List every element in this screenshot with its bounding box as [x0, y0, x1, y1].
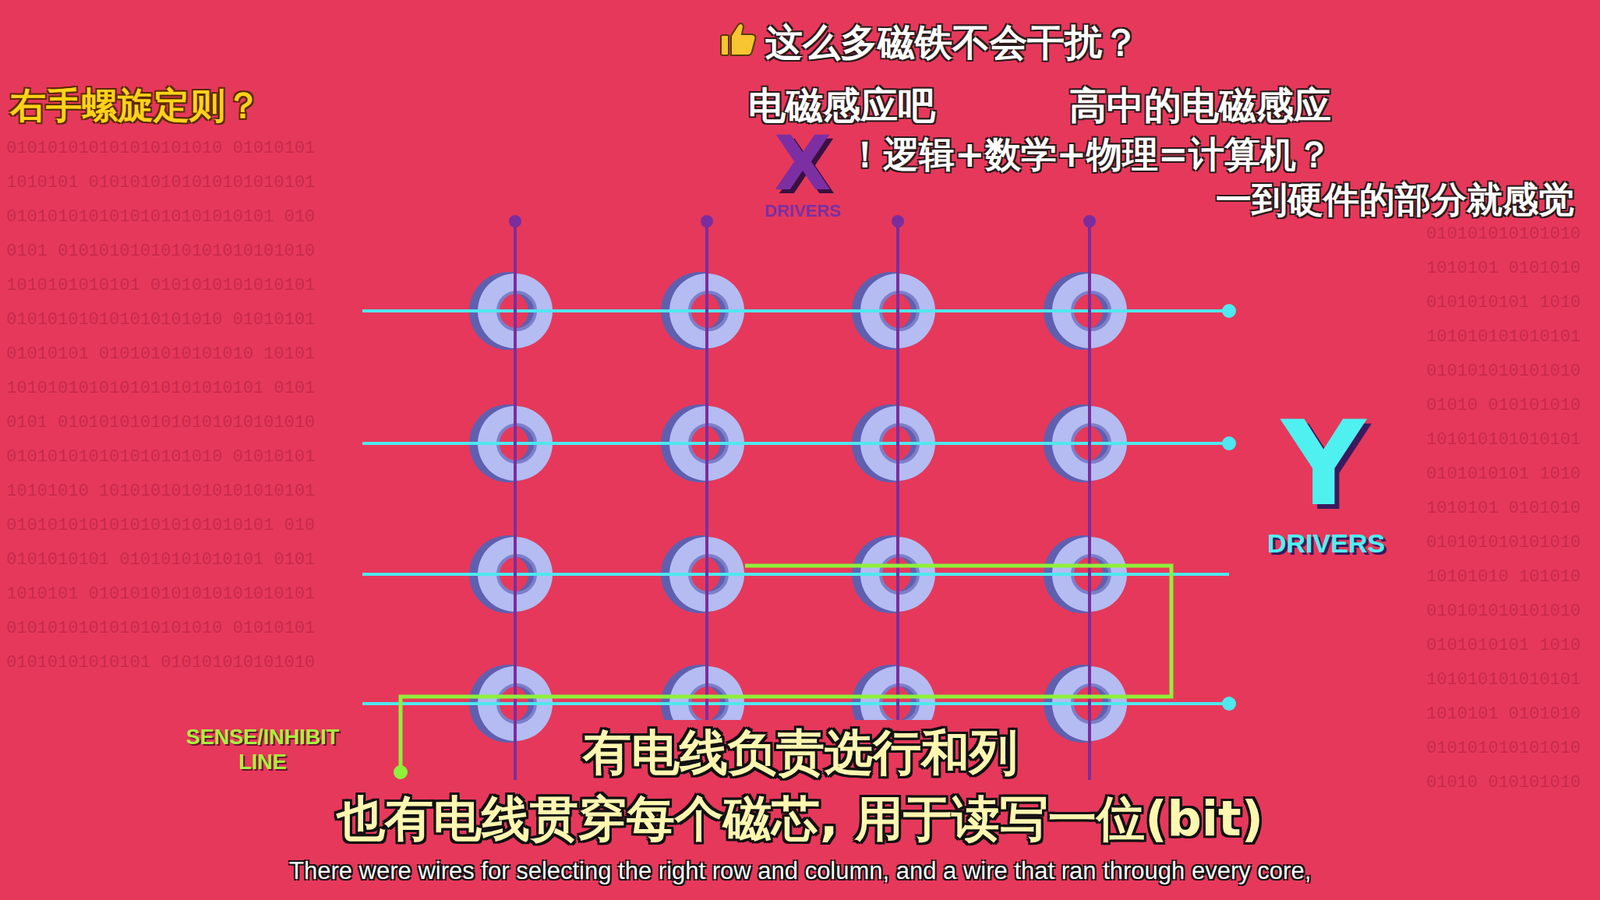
- binary-background: 010101010101010: [1426, 740, 1581, 758]
- wire-end-dot: [1222, 696, 1237, 711]
- wire-end-dot: [1222, 303, 1237, 318]
- wire-label: SENSE/INHIBIT LINE: [173, 724, 353, 776]
- binary-background: 101010101010101: [1426, 328, 1581, 347]
- danmaku-comment: ！逻辑+数学+物理=计算机？: [847, 130, 1332, 180]
- binary-background: 010101010101010: [1426, 363, 1581, 381]
- binary-background: 101010101010101: [1426, 431, 1581, 449]
- binary-background: 0101010101 1010: [1426, 637, 1581, 655]
- danmaku-comment: 右手螺旋定则？: [10, 81, 262, 131]
- binary-background: 01010101010101010101010101 010: [6, 208, 315, 227]
- driver-label: DRIVERS: [764, 202, 841, 220]
- wire-end-dot: [1222, 436, 1237, 451]
- driver-label: DRIVERS: [1267, 529, 1385, 557]
- binary-background: 10101010 101010: [1426, 568, 1581, 587]
- binary-background: 010101010101010101010 01010101: [6, 311, 315, 329]
- binary-background: 0101010101 01010101010101 0101: [6, 551, 315, 569]
- wire-end-dot: [508, 215, 522, 228]
- wire-end-dot: [393, 765, 408, 780]
- subtitle: 有电线负责选行和列: [576, 720, 1025, 786]
- binary-background: 01010101010101010101010101 010: [6, 517, 315, 535]
- binary-background: 1010101010101 0101010101010101: [6, 277, 315, 295]
- driver-letter: X: [773, 126, 832, 202]
- binary-background: 01010 010101010: [1426, 397, 1581, 415]
- binary-background: 010101010101010: [1426, 534, 1581, 552]
- binary-background: 1010101 0101010101010101010101: [6, 174, 315, 192]
- binary-background: 01010101010101 010101010101010: [6, 654, 315, 672]
- row-wire-ends: [1222, 303, 1237, 711]
- thumbs-up-icon: [720, 23, 756, 56]
- binary-background: 10101010 101010101010101010101: [6, 483, 315, 501]
- binary-background: 101010101010101: [1426, 671, 1581, 689]
- binary-background: 1010101 0101010: [1426, 706, 1581, 724]
- danmaku-comment: 高中的电磁感应: [1069, 81, 1332, 131]
- wire-end-dot: [891, 215, 905, 228]
- row-wire: [362, 572, 1230, 576]
- binary-background: 010101010101010101010 01010101: [6, 448, 315, 467]
- binary-background: 01010 010101010: [1426, 774, 1581, 792]
- binary-background: 010101010101010: [1426, 226, 1581, 244]
- magnetic-cores: [469, 271, 1127, 743]
- wire-end-dot: [1083, 215, 1096, 228]
- english-subtitle: There were wires for selecting the right…: [289, 857, 1311, 886]
- subtitle: 也有电线贯穿每个磁芯, 用于读写一位(bit): [330, 786, 1270, 852]
- binary-background: 1010101010101010101010101 0101: [6, 380, 315, 398]
- danmaku-comment: 电磁感应吧: [748, 81, 936, 131]
- row-wires: [362, 310, 1230, 704]
- binary-background: 1010101 0101010: [1426, 260, 1581, 278]
- row-wire: [362, 441, 1230, 446]
- wire-end-dot: [700, 215, 714, 228]
- danmaku-comment: 这么多磁铁不会干扰？: [765, 17, 1140, 68]
- row-wire: [362, 702, 1230, 706]
- binary-background: 0101 0101010101010101010101010: [6, 243, 315, 261]
- binary-background: 0101 0101010101010101010101010: [6, 414, 315, 432]
- driver-letter: Y: [1281, 405, 1367, 523]
- binary-background: 010101010101010101010 01010101: [6, 620, 315, 638]
- binary-background: 010101010101010101010 01010101: [6, 140, 315, 158]
- binary-background: 1010101 0101010101010101010101: [6, 586, 315, 604]
- danmaku-comment: 一到硬件的部分就感觉: [1215, 176, 1575, 225]
- binary-background: 01010101 010101010101010 10101: [6, 346, 315, 364]
- row-wire: [362, 309, 1230, 313]
- binary-background: 010101010101010: [1426, 603, 1581, 621]
- binary-background: 0101010101 1010: [1426, 294, 1581, 312]
- binary-background: 0101010101 1010: [1426, 466, 1581, 484]
- binary-background: 1010101 0101010: [1426, 500, 1581, 518]
